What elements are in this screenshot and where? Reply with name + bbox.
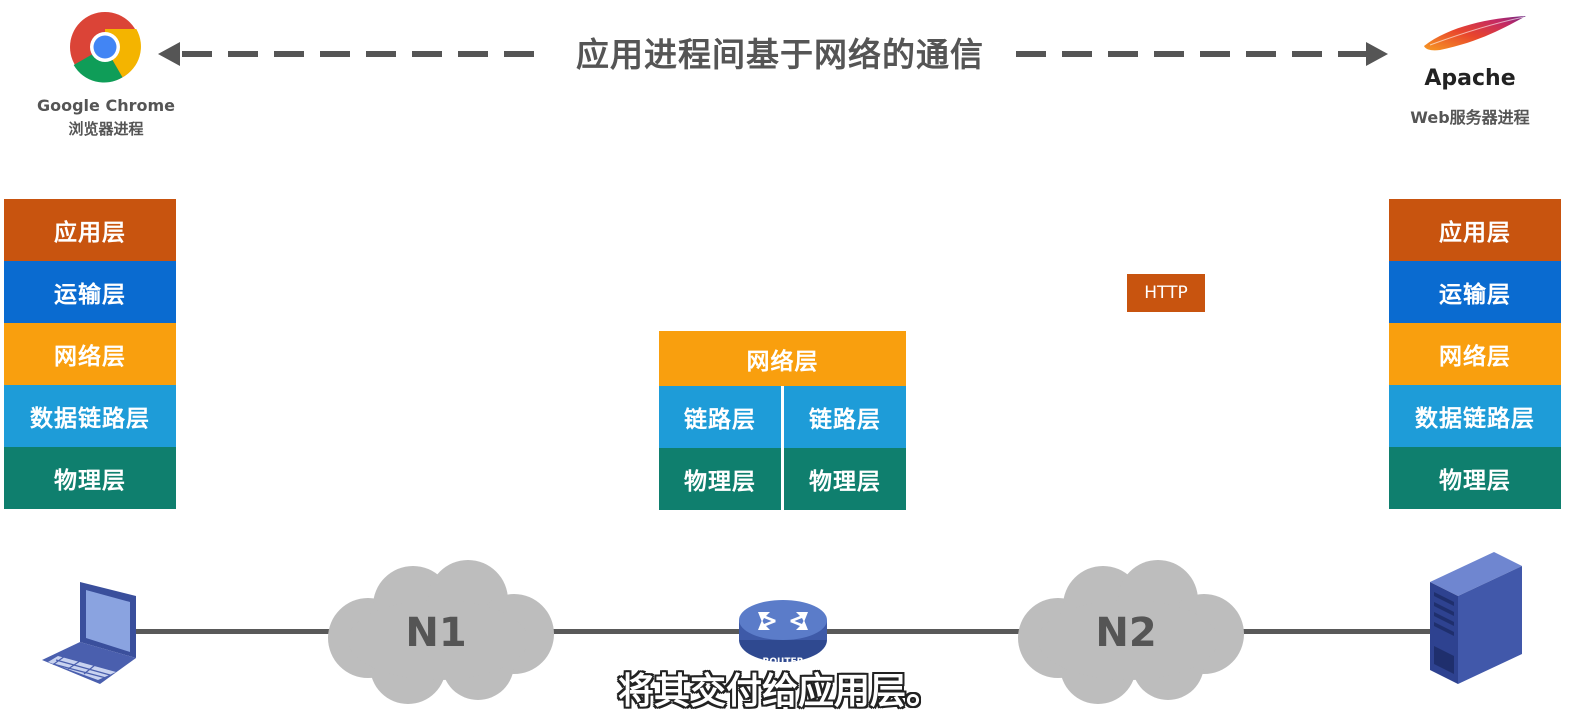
- server-application-layer: 应用层: [1389, 199, 1561, 261]
- router-protocol-stack: 网络层 链路层 物理层 链路层 物理层: [659, 331, 906, 510]
- client-physical-layer: 物理层: [4, 447, 176, 509]
- link-n1-router: [550, 629, 750, 634]
- router-device: ROUTER: [736, 598, 830, 670]
- client-protocol-stack: 应用层 运输层 网络层 数据链路层 物理层: [4, 199, 176, 509]
- network-cloud-n2: N2: [1008, 560, 1248, 704]
- dashed-line-right: [1016, 51, 1368, 57]
- server-icon: [1424, 548, 1524, 688]
- router-link-layer-left: 链路层: [659, 386, 781, 448]
- server-protocol-stack: 应用层 运输层 网络层 数据链路层 物理层: [1389, 199, 1561, 509]
- apache-name: Apache: [1424, 66, 1516, 91]
- cloud-n1-label: N1: [405, 610, 466, 656]
- server-physical-layer: 物理层: [1389, 447, 1561, 509]
- client-application-layer: 应用层: [4, 199, 176, 261]
- chrome-logo: [68, 10, 142, 84]
- http-packet: HTTP: [1127, 274, 1205, 312]
- page-title: 应用进程间基于网络的通信: [576, 35, 984, 74]
- router-network-layer: 网络层: [659, 331, 906, 386]
- client-network-layer: 网络层: [4, 323, 176, 385]
- link-router-n2: [820, 629, 1020, 634]
- link-n2-server: [1240, 629, 1430, 634]
- router-icon: ROUTER: [739, 600, 827, 667]
- apache-desc: Web服务器进程: [1410, 108, 1530, 127]
- cloud-n2-label: N2: [1095, 610, 1156, 656]
- chrome-name: Google Chrome: [36, 96, 175, 115]
- apache-logo: [1420, 12, 1530, 56]
- router-label: ROUTER: [762, 657, 803, 667]
- server-network-layer: 网络层: [1389, 323, 1561, 385]
- dashed-line-left: [182, 51, 542, 57]
- link-client-n1: [132, 629, 332, 634]
- server-transport-layer: 运输层: [1389, 261, 1561, 323]
- client-datalink-layer: 数据链路层: [4, 385, 176, 447]
- arrow-left-head: [158, 42, 180, 66]
- chrome-icon: [70, 12, 141, 83]
- router-physical-layer-left: 物理层: [659, 448, 781, 510]
- laptop-icon: [40, 576, 144, 688]
- video-subtitle: 将其交付给应用层。: [617, 671, 942, 712]
- arrow-right-head: [1366, 42, 1388, 66]
- apache-feather-icon: [1424, 16, 1526, 51]
- server-datalink-layer: 数据链路层: [1389, 385, 1561, 447]
- network-cloud-n1: N1: [318, 560, 558, 704]
- chrome-desc: 浏览器进程: [68, 120, 144, 138]
- router-physical-layer-right: 物理层: [784, 448, 906, 510]
- client-transport-layer: 运输层: [4, 261, 176, 323]
- router-link-layer-right: 链路层: [784, 386, 906, 448]
